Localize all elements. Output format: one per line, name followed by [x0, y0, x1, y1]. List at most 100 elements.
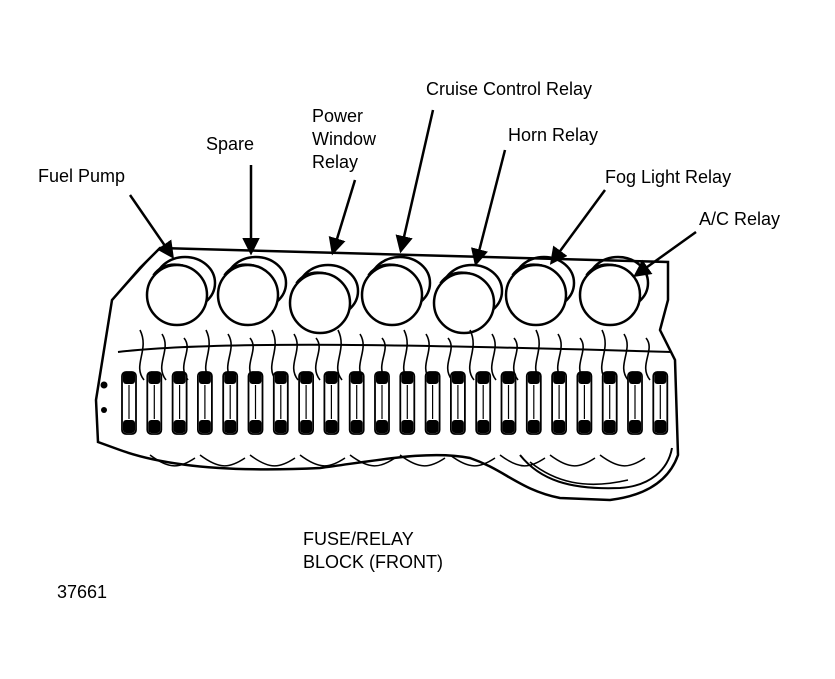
wire — [469, 329, 475, 381]
fuse-cap-top — [578, 372, 591, 384]
fuse — [627, 371, 643, 435]
fuse — [121, 371, 137, 435]
wire — [337, 329, 343, 381]
relay — [145, 255, 217, 327]
fuse-cap-top — [426, 372, 439, 384]
fuse-cap-bottom — [629, 420, 641, 433]
relay-body — [578, 263, 642, 327]
mounting-hole — [100, 381, 108, 389]
label-horn-relay: Horn Relay — [508, 125, 599, 145]
wire — [499, 454, 546, 467]
fuse-cap-bottom — [376, 420, 388, 433]
fuse-cap-bottom — [148, 420, 161, 433]
fuse-cap-bottom — [224, 420, 237, 433]
wire — [449, 454, 496, 467]
fuse-cap-top — [502, 372, 515, 384]
wire — [139, 329, 145, 381]
label-power-window-relay-2: Window — [312, 129, 377, 149]
figure-number: 37661 — [57, 582, 108, 602]
fuse — [424, 371, 441, 435]
relay-body — [432, 271, 496, 335]
fuse-cap-top — [300, 372, 313, 384]
relay — [288, 263, 360, 335]
wire — [160, 333, 167, 381]
fuse-cap-top — [224, 372, 237, 384]
relay-highlight — [223, 263, 255, 276]
relay-body — [360, 263, 424, 327]
relay-highlight — [511, 263, 543, 276]
fuse-cap-top — [629, 372, 641, 384]
wire — [399, 454, 446, 467]
wire — [644, 337, 651, 381]
label-spare: Spare — [206, 134, 255, 154]
fuse-cap-top — [401, 372, 414, 384]
leader-arrows — [128, 109, 697, 278]
wire — [490, 333, 497, 381]
fuse — [475, 371, 492, 435]
arrow-cruise-control-relay — [395, 109, 435, 254]
label-fuel-pump: Fuel Pump — [38, 166, 126, 186]
fuse-cap-bottom — [198, 420, 211, 433]
fuse-cap-top — [350, 372, 363, 384]
wire — [446, 337, 453, 381]
fuse-cap-bottom — [578, 420, 591, 433]
fuse-cap-bottom — [502, 420, 515, 433]
fuse — [196, 371, 213, 435]
fuse-cap-top — [148, 372, 161, 384]
arrow-fog-light-relay — [549, 189, 607, 265]
fuse-cap-top — [173, 372, 186, 384]
fuse — [222, 371, 239, 435]
fuse — [146, 371, 163, 435]
wire — [599, 454, 646, 467]
arrow-fuel-pump — [128, 194, 174, 259]
fuse — [323, 371, 340, 435]
fuse-cap-bottom — [426, 420, 439, 433]
fuse-cap-bottom — [249, 420, 262, 433]
relay-body — [216, 263, 280, 327]
wire — [314, 337, 321, 381]
wire — [249, 454, 296, 467]
fuse — [247, 371, 264, 435]
fuse — [171, 371, 188, 435]
fuse — [399, 371, 416, 435]
label-power-window-relay-3: Relay — [312, 152, 359, 172]
fuse-cap-bottom — [654, 420, 667, 433]
label-fog-light-relay: Fog Light Relay — [605, 167, 732, 187]
fuse-cap-bottom — [603, 420, 616, 433]
caption-line-1: FUSE/RELAY — [303, 529, 414, 549]
label-ac-relay: A/C Relay — [699, 209, 781, 229]
fuse-cap-bottom — [553, 420, 566, 433]
relay-row — [145, 255, 650, 335]
fuse-cap-top — [325, 372, 338, 384]
fuse-cap-top — [654, 372, 667, 384]
arrow-horn-relay — [471, 149, 507, 267]
wire-bundle — [529, 461, 629, 486]
fuse-cap-top — [274, 372, 287, 384]
wire — [622, 333, 629, 381]
fuse-cap-top — [451, 372, 464, 384]
fuse-cap-bottom — [274, 420, 287, 433]
fuse-cap-bottom — [173, 420, 186, 433]
mounting-hole — [101, 407, 107, 413]
relay-highlight — [152, 263, 184, 276]
fuse-cap-bottom — [477, 420, 490, 433]
label-cruise-control-relay: Cruise Control Relay — [426, 79, 593, 99]
fuse — [374, 371, 390, 435]
fuse — [601, 371, 618, 435]
fuse-cap-bottom — [527, 420, 540, 433]
fuse — [652, 371, 669, 435]
fuse-cap-top — [198, 372, 211, 384]
fuse-cap-bottom — [123, 420, 135, 433]
fuse — [525, 371, 542, 435]
fuse-cap-top — [249, 372, 262, 384]
fuse-cap-top — [123, 372, 135, 384]
caption-line-2: BLOCK (FRONT) — [303, 552, 444, 572]
fuse-cap-bottom — [325, 420, 338, 433]
fuse-panel-top-edge — [117, 343, 673, 353]
fuse — [449, 371, 466, 435]
fuse — [551, 371, 567, 435]
fuse — [500, 371, 517, 435]
relay-highlight — [439, 271, 471, 284]
relay — [432, 263, 504, 335]
